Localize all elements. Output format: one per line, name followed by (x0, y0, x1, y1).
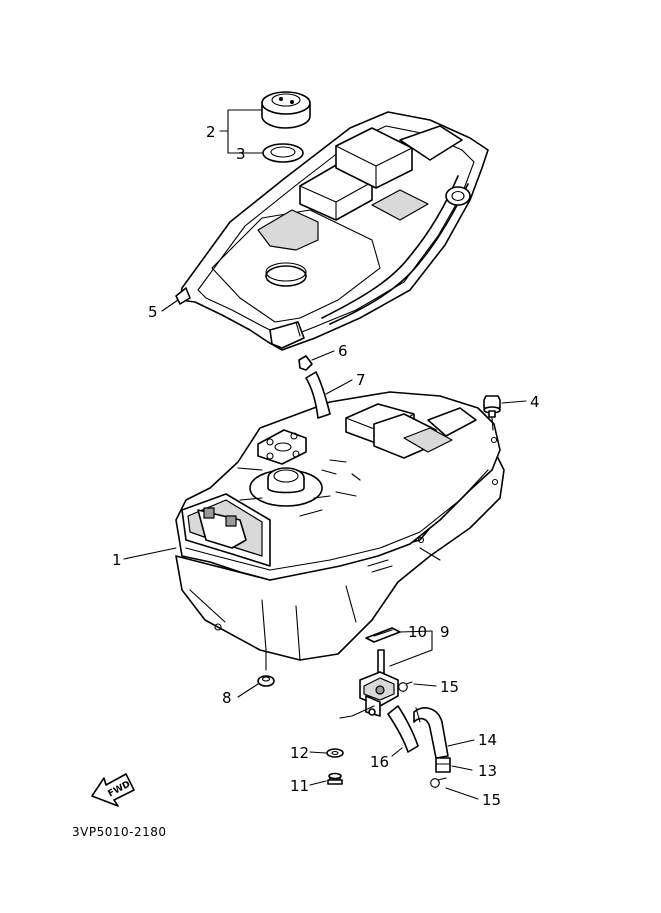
callout-7: 7 (356, 371, 366, 389)
callout-1: 1 (112, 551, 122, 569)
hose-clip-15b (430, 777, 447, 788)
callout-15-upper: 15 (440, 678, 459, 696)
callout-9: 9 (440, 623, 450, 641)
fwd-arrow-icon: FWD (91, 773, 135, 807)
callout-5: 5 (148, 303, 158, 321)
fuel-tank (175, 391, 505, 661)
callout-8: 8 (222, 689, 232, 707)
bolt-4 (483, 395, 501, 431)
callout-4: 4 (530, 393, 540, 411)
hose-clip-15a (398, 681, 413, 692)
callout-12: 12 (290, 744, 309, 762)
fuel-cap (261, 91, 311, 129)
tank-cover (175, 111, 489, 351)
callout-16: 16 (370, 753, 389, 771)
elbow-hose-14 (413, 707, 449, 759)
diagram-code: 3VP5010-2180 (72, 825, 167, 839)
screw-11 (327, 772, 343, 785)
callout-6: 6 (338, 342, 348, 360)
callout-3: 3 (236, 145, 246, 163)
callout-11: 11 (290, 777, 309, 795)
clip-6 (298, 355, 313, 371)
callout-2: 2 (206, 123, 216, 141)
callout-14: 14 (478, 731, 497, 749)
leader-lines (123, 109, 527, 800)
callout-numbers: 2 3 5 6 7 4 1 10 9 15 8 14 12 16 13 11 1… (112, 123, 540, 809)
hose-7 (305, 371, 331, 419)
joint-13 (435, 757, 451, 773)
callout-13: 13 (478, 762, 497, 780)
hose-16 (387, 705, 419, 753)
cap-gasket (262, 143, 304, 163)
callout-15-lower: 15 (482, 791, 501, 809)
filter-10 (365, 627, 401, 643)
washer-12 (326, 748, 344, 758)
callout-10: 10 (408, 623, 427, 641)
grommet-8 (257, 649, 275, 687)
fuel-cock-9 (359, 649, 399, 717)
